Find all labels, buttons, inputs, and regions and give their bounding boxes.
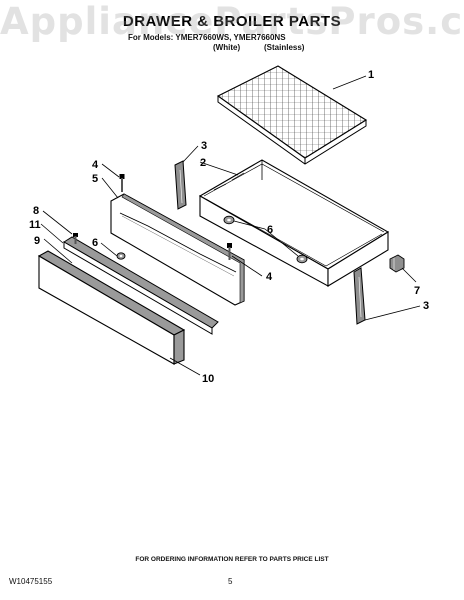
model-numbers: For Models: YMER7660WS, YMER7660NS: [128, 33, 286, 42]
page-number: 5: [228, 577, 233, 586]
spacer-drawer-right: [296, 254, 308, 264]
oven-rack: [216, 65, 368, 165]
drawer-front-panel: [110, 193, 245, 306]
drawer-clip: [389, 254, 405, 273]
callout-4-upper: 4: [92, 159, 99, 171]
spacer-drawer-left: [223, 215, 235, 225]
page-title: DRAWER & BROILER PARTS: [122, 13, 342, 30]
leader-lines: [40, 75, 421, 376]
callout-6-drawer: 6: [267, 224, 273, 236]
drawer-slide-right: [353, 267, 366, 325]
document-part-number: W10475155: [9, 577, 53, 586]
drawer-slide-left: [174, 160, 187, 210]
ordering-note: FOR ORDERING INFORMATION REFER TO PARTS …: [135, 556, 329, 563]
callout-2: 2: [200, 157, 206, 169]
spacer-front: [116, 252, 126, 260]
callout-3-upper: 3: [201, 140, 207, 152]
callout-9: 9: [34, 235, 40, 247]
screw-lower: [227, 243, 232, 260]
callout-6-front: 6: [92, 237, 98, 249]
vent-trim-strip: [63, 236, 219, 335]
callout-1: 1: [368, 69, 374, 81]
callout-10: 10: [202, 373, 214, 385]
finish-stainless-label: (Stainless): [264, 43, 305, 52]
callout-5: 5: [92, 173, 98, 185]
callout-7: 7: [414, 285, 420, 297]
callout-3-lower: 3: [423, 300, 429, 312]
finish-white-label: (White): [213, 43, 241, 52]
callout-11: 11: [29, 219, 41, 231]
screw-upper: [119, 174, 125, 192]
screw-trim: [73, 233, 78, 244]
callout-8: 8: [33, 205, 39, 217]
callout-4-lower: 4: [266, 271, 273, 283]
drawer-panel: [37, 250, 186, 365]
